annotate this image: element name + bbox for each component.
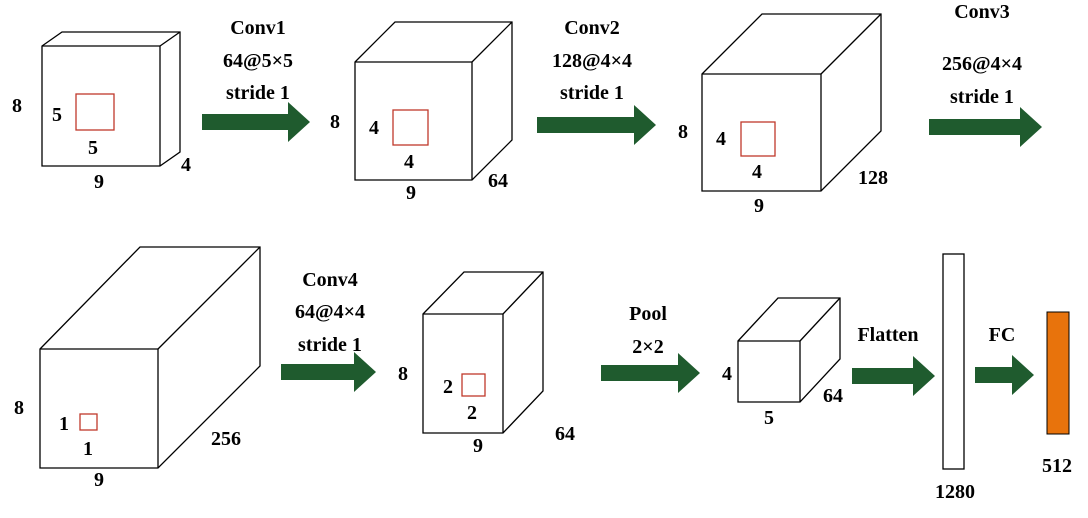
block-5-cube <box>422 271 544 434</box>
block-2-kernel-h-label: 4 <box>404 151 414 173</box>
flatten-size-label: 1280 <box>935 481 975 503</box>
op-conv3: Conv3 256@4×4 stride 1 <box>929 1 1042 147</box>
op-conv3-stride: stride 1 <box>950 86 1014 108</box>
block-3-height-label: 8 <box>678 121 688 143</box>
op-conv3-param: 256@4×4 <box>942 53 1022 75</box>
block-4-kernel-h-label: 1 <box>83 438 93 460</box>
block-6-cube <box>737 297 841 403</box>
op-conv2-param: 128@4×4 <box>552 50 632 72</box>
op-conv2: Conv2 128@4×4 stride 1 <box>537 17 656 145</box>
block-5-kernel-h-label: 2 <box>467 402 477 424</box>
block-3-kernel-label: 4 <box>716 128 726 150</box>
op-pool: Pool 2×2 <box>601 303 700 393</box>
flatten-bar <box>942 253 965 470</box>
block-1-kernel <box>75 93 115 131</box>
block-3-depth-label: 128 <box>858 167 888 189</box>
op-fc-name: FC <box>989 324 1016 346</box>
block-3-width-label: 9 <box>754 195 764 217</box>
op-conv1-name: Conv1 <box>230 17 286 39</box>
block-3: 8 4 4 9 128 <box>678 13 888 217</box>
block-2-kernel <box>392 109 429 146</box>
block-3-kernel <box>740 121 776 157</box>
block-4-kernel <box>79 413 98 431</box>
block-6-height-label: 4 <box>722 363 732 385</box>
block-1-cube <box>41 31 181 167</box>
op-conv1-stride: stride 1 <box>226 82 290 104</box>
arrow-icon <box>975 355 1034 395</box>
block-5-kernel <box>461 373 486 397</box>
block-1: 8 5 5 9 4 <box>12 31 191 193</box>
fc-size-label: 512 <box>1042 455 1072 477</box>
block-6-width-label: 5 <box>764 407 774 429</box>
block-1-width-label: 9 <box>94 171 104 193</box>
block-1-depth-label: 4 <box>181 154 191 176</box>
op-flatten-name: Flatten <box>857 324 918 346</box>
op-pool-param: 2×2 <box>632 336 663 358</box>
op-conv4-param: 64@4×4 <box>295 301 365 323</box>
op-conv3-name: Conv3 <box>954 1 1010 23</box>
block-4-width-label: 9 <box>94 469 104 491</box>
block-3-kernel-h-label: 4 <box>752 161 762 183</box>
block-2-depth-label: 64 <box>488 170 508 192</box>
arrow-icon <box>537 105 656 145</box>
op-flatten: Flatten <box>852 324 935 396</box>
arrow-icon <box>202 102 310 142</box>
op-conv4-name: Conv4 <box>302 269 358 291</box>
block-1-height-label: 8 <box>12 95 22 117</box>
block-2: 8 4 4 9 64 <box>330 21 513 204</box>
op-conv1: Conv1 64@5×5 stride 1 <box>202 17 310 142</box>
arrow-icon <box>929 107 1042 147</box>
block-4-height-label: 8 <box>14 397 24 419</box>
block-6: 4 5 64 <box>722 297 843 429</box>
block-5-kernel-label: 2 <box>443 376 453 398</box>
op-conv2-stride: stride 1 <box>560 82 624 104</box>
block-5-height-label: 8 <box>398 363 408 385</box>
arrow-icon <box>601 353 700 393</box>
arrow-icon <box>281 352 376 392</box>
arrow-icon <box>852 356 935 396</box>
block-2-kernel-label: 4 <box>369 117 379 139</box>
block-4: 8 1 1 9 256 <box>14 246 261 491</box>
block-1-kernel-h-label: 5 <box>88 137 98 159</box>
block-5-depth-label: 64 <box>555 423 575 445</box>
block-1-kernel-label: 5 <box>52 104 62 126</box>
op-pool-name: Pool <box>629 303 667 325</box>
block-2-height-label: 8 <box>330 111 340 133</box>
op-conv2-name: Conv2 <box>564 17 620 39</box>
op-fc: FC <box>975 324 1034 395</box>
fc-bar <box>1046 311 1070 435</box>
block-4-depth-label: 256 <box>211 428 241 450</box>
block-5: 8 2 2 9 64 <box>398 271 575 457</box>
fc-output: 512 <box>1042 311 1072 477</box>
op-conv4-stride: stride 1 <box>298 334 362 356</box>
flatten-vector: 1280 <box>935 253 975 503</box>
block-6-depth-label: 64 <box>823 385 843 407</box>
block-5-width-label: 9 <box>473 435 483 457</box>
block-2-width-label: 9 <box>406 182 416 204</box>
block-4-kernel-label: 1 <box>59 413 69 435</box>
op-conv1-param: 64@5×5 <box>223 50 293 72</box>
op-conv4: Conv4 64@4×4 stride 1 <box>281 269 376 392</box>
